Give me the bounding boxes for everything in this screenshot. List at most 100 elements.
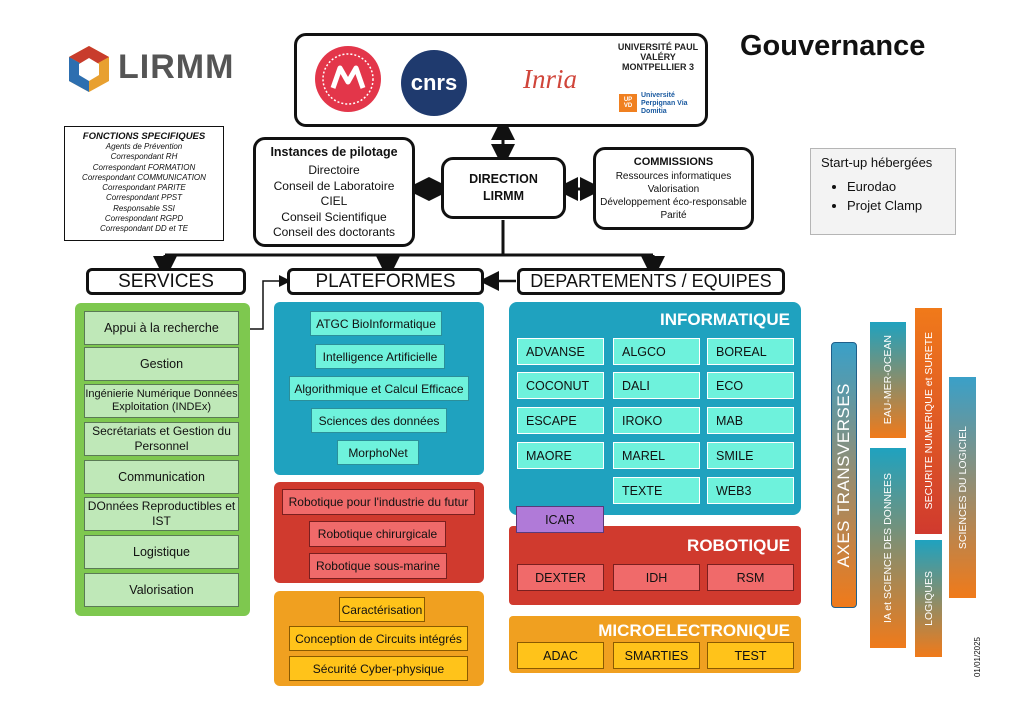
team-item[interactable]: BOREAL — [707, 338, 794, 365]
team-item[interactable]: WEB3 — [707, 477, 794, 504]
team-item[interactable]: RSM — [707, 564, 794, 591]
date-stamp: 01/01/2025 — [972, 636, 982, 678]
instance-item: Conseil de Laboratoire — [273, 178, 395, 193]
service-item: Communication — [84, 460, 239, 494]
team-item[interactable]: ALGCO — [613, 338, 700, 365]
axe-item: SECURITE NUMERIQUE et SURETE — [915, 308, 942, 534]
team-item[interactable]: TEST — [707, 642, 794, 669]
service-item: Logistique — [84, 535, 239, 569]
fonction-item: Correspondant COMMUNICATION — [82, 172, 206, 182]
plateforme-item: Robotique chirurgicale — [309, 521, 446, 547]
commission-item: Valorisation — [647, 184, 700, 195]
team-item[interactable]: MAORE — [517, 442, 604, 469]
axe-label: IA et SCIENCE DES DONNEES — [882, 473, 894, 623]
team-item[interactable]: IROKO — [613, 407, 700, 434]
direction-box: DIRECTION LIRMM — [441, 157, 566, 219]
team-item[interactable]: IDH — [613, 564, 700, 591]
plateforme-item: Algorithmique et Calcul Efficace — [289, 376, 469, 401]
axe-label: LOGIQUES — [922, 571, 935, 626]
service-item: Valorisation — [84, 573, 239, 607]
team-item[interactable]: DALI — [613, 372, 700, 399]
instance-item: Conseil Scientifique — [281, 209, 387, 224]
axe-item: SCIENCES DU LOGICIEL — [949, 377, 976, 598]
fonction-item: Correspondant PARITE — [102, 183, 186, 193]
plateforme-item: Sciences des données — [311, 408, 447, 433]
fonction-item: Responsable SSI — [113, 203, 175, 213]
commission-item: Parité — [660, 210, 687, 221]
partners-box: cnrs Inria UNIVERSITÉ PAUL VALÉRY MONTPE… — [294, 33, 708, 127]
plateforme-item: ATGC BioInformatique — [310, 311, 442, 336]
team-item[interactable]: ECO — [707, 372, 794, 399]
fonction-item: Correspondant RGPD — [104, 214, 184, 224]
icar-team: ICAR — [516, 506, 604, 533]
axe-label: SECURITE NUMERIQUE et SURETE — [922, 332, 935, 510]
plateforme-item: Robotique pour l'industrie du futur — [282, 489, 475, 515]
plateformes-header: PLATEFORMES — [287, 268, 484, 295]
inria-logo: Inria — [523, 64, 577, 94]
lirmm-logo-text: LIRMM — [118, 48, 235, 86]
instance-item: Conseil des doctorants — [272, 225, 396, 239]
startup-item: Eurodao — [847, 177, 955, 196]
lirmm-logo: LIRMM — [66, 42, 236, 96]
plateforme-item: Caractérisation — [339, 597, 425, 622]
commissions-title: COMMISSIONS — [633, 156, 714, 168]
fonction-item: Correspondant PPST — [105, 193, 183, 203]
um-seal-icon — [315, 46, 381, 112]
upvd-icon: UP VD — [619, 94, 637, 112]
axe-item: IA et SCIENCE DES DONNEES — [870, 448, 906, 648]
upvd-logo: UP VD Université Perpignan Via Domitia — [619, 92, 703, 122]
microelectronique-title: MICROELECTRONIQUE — [598, 621, 790, 640]
commission-item: Ressources informatiques — [615, 171, 732, 182]
lirmm-cube-icon — [69, 46, 109, 92]
cnrs-logo: cnrs — [401, 50, 467, 116]
service-item: Gestion — [84, 347, 239, 381]
team-item[interactable]: DEXTER — [517, 564, 604, 591]
plateforme-item: Intelligence Artificielle — [315, 344, 445, 369]
axe-label: EAU-MER-OCEAN — [882, 335, 894, 425]
plateforme-item: Robotique sous-marine — [309, 553, 447, 579]
team-item[interactable]: ESCAPE — [517, 407, 604, 434]
fonction-item: Correspondant RH — [110, 152, 178, 162]
fonction-item: Correspondant FORMATION — [92, 162, 196, 172]
startups-title: Start-up hébergées — [821, 155, 933, 170]
service-item: Appui à la recherche — [84, 311, 239, 345]
team-item[interactable]: ADAC — [517, 642, 604, 669]
informatique-title: INFORMATIQUE — [659, 310, 790, 329]
team-item[interactable]: ADVANSE — [517, 338, 604, 365]
team-item[interactable]: SMARTIES — [613, 642, 700, 669]
fonction-item: Agents de Prévention — [105, 142, 183, 151]
service-item: DOnnées Reproductibles et IST — [84, 497, 239, 531]
commission-item: Développement éco-responsable — [600, 197, 747, 208]
appui-plateformes-arrow — [240, 275, 291, 330]
plateforme-item: Conception de Circuits intégrés — [289, 626, 468, 651]
startup-item: Projet Clamp — [847, 196, 955, 215]
team-item[interactable]: SMILE — [707, 442, 794, 469]
instances-title: Instances de pilotage — [270, 145, 398, 159]
axes-transverses-title: AXES TRANSVERSES — [834, 382, 853, 568]
team-item[interactable]: MAREL — [613, 442, 700, 469]
paul-valery-logo: UNIVERSITÉ PAUL VALÉRY MONTPELLIER 3 — [617, 42, 699, 72]
team-item[interactable]: TEXTE — [613, 477, 700, 504]
service-item: Secrétariats et Gestion du Personnel — [84, 422, 239, 456]
axe-item: EAU-MER-OCEAN — [870, 322, 906, 438]
plateforme-item: MorphoNet — [337, 440, 419, 465]
robotique-title: ROBOTIQUE — [687, 536, 790, 555]
departements-header: DEPARTEMENTS / EQUIPES — [517, 268, 785, 295]
instance-item: Directoire — [308, 163, 360, 177]
fonctions-title: FONCTIONS SPECIFIQUES — [82, 131, 206, 142]
service-item: Ingénierie Numérique Données Exploitatio… — [84, 384, 239, 418]
instance-item: CIEL — [320, 194, 348, 208]
axe-label: SCIENCES DU LOGICIEL — [956, 425, 969, 550]
team-item[interactable]: COCONUT — [517, 372, 604, 399]
fonction-item: Correspondant DD et TE — [99, 224, 189, 234]
team-item[interactable]: MAB — [707, 407, 794, 434]
axe-item: LOGIQUES — [915, 540, 942, 657]
page-title: Gouvernance — [740, 30, 926, 62]
plateforme-item: Sécurité Cyber-physique — [289, 656, 468, 681]
